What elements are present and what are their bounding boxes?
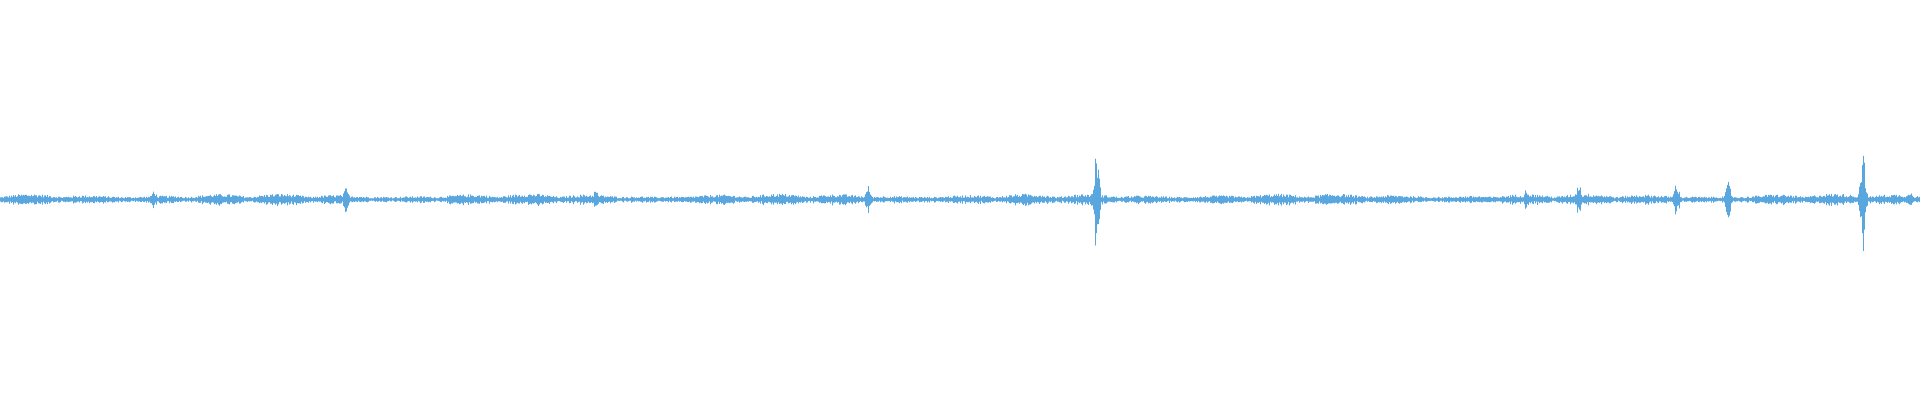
- waveform-signal: [0, 155, 1920, 251]
